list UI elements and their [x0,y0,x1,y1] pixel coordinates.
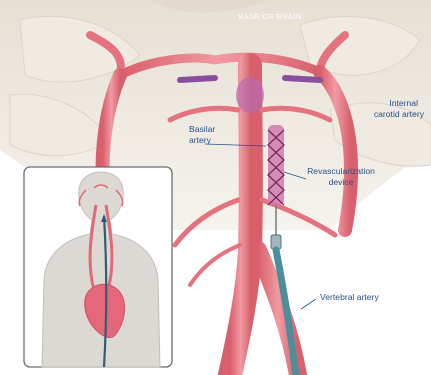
revascularization-device [268,125,284,205]
carotid-label-line2: carotid artery [374,109,425,119]
basilar-label-line1: Basilar [189,124,215,134]
inset-panel [24,167,172,367]
vertebral-label: Vertebral artery [320,292,379,302]
basilar-label-line2: artery [189,135,212,145]
device-label-line1: Revascularization [307,166,375,176]
device-label-line2: device [329,177,354,187]
header-title: BASE OF BRAIN [238,12,301,21]
carotid-label-line1: Internal [389,98,418,108]
